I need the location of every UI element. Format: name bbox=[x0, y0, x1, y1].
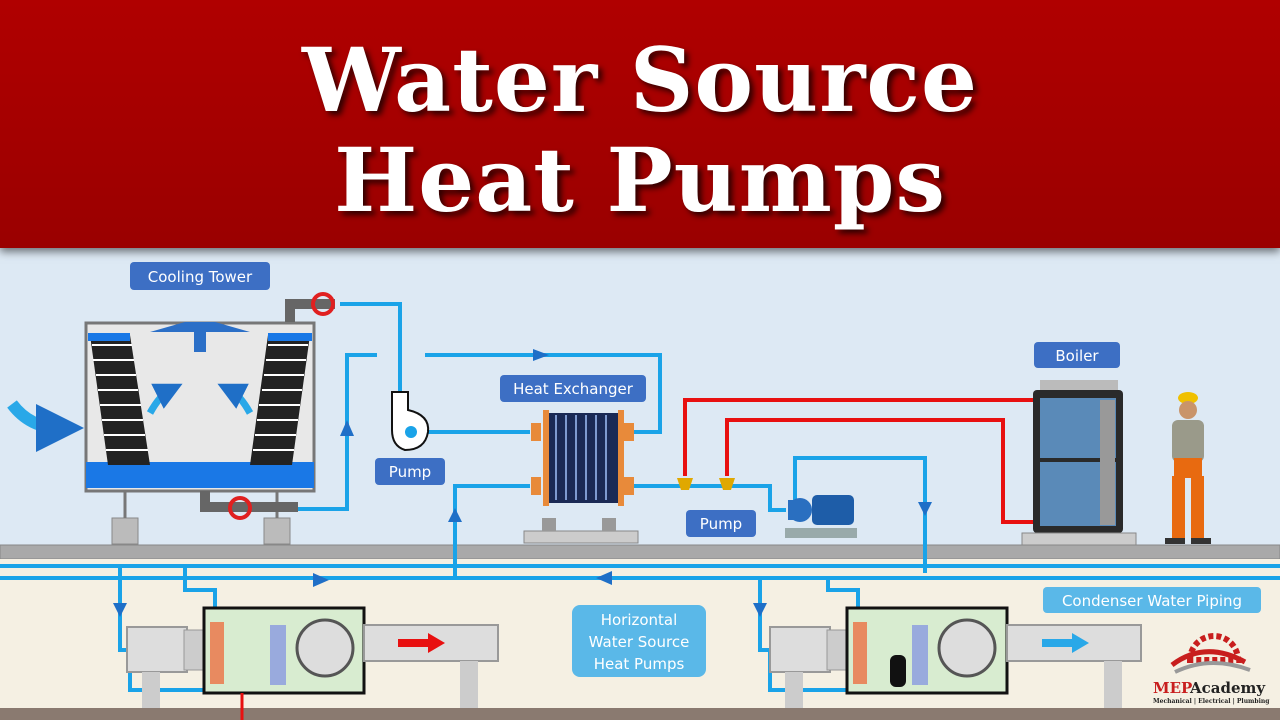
svg-text:Heat Pumps: Heat Pumps bbox=[594, 655, 685, 673]
label-heat-exchanger: Heat Exchanger bbox=[500, 375, 646, 402]
connector bbox=[677, 478, 693, 490]
pump-2 bbox=[785, 495, 857, 538]
svg-text:Boiler: Boiler bbox=[1055, 347, 1099, 365]
worker-figure bbox=[1165, 392, 1211, 544]
floor-slab bbox=[0, 544, 1280, 560]
svg-text:Cooling Tower: Cooling Tower bbox=[148, 268, 253, 286]
ceiling-below bbox=[0, 708, 1280, 720]
svg-text:Mechanical | Electrical | Plum: Mechanical | Electrical | Plumbing bbox=[1153, 698, 1270, 705]
airflow-arrow-icon bbox=[7, 400, 84, 452]
label-condenser-piping: Condenser Water Piping bbox=[1043, 587, 1261, 613]
connector bbox=[719, 478, 735, 490]
label-cooling-tower: Cooling Tower bbox=[130, 262, 270, 290]
flow-arrows bbox=[113, 349, 932, 617]
heat-exchanger bbox=[523, 410, 639, 544]
valve-icon bbox=[228, 496, 252, 520]
pump-1 bbox=[391, 391, 430, 452]
cooling-tower bbox=[7, 292, 335, 545]
svg-text:Condenser Water Piping: Condenser Water Piping bbox=[1062, 592, 1242, 610]
label-boiler: Boiler bbox=[1034, 342, 1120, 368]
svg-text:Pump: Pump bbox=[389, 463, 431, 481]
mep-academy-logo: MEP Academy Mechanical | Electrical | Pl… bbox=[1153, 633, 1270, 705]
title-banner: Water Source Heat Pumps bbox=[0, 0, 1280, 248]
label-pump-2: Pump bbox=[686, 510, 756, 537]
label-heat-pumps: Horizontal Water Source Heat Pumps bbox=[572, 605, 706, 677]
svg-text:Horizontal: Horizontal bbox=[601, 611, 678, 629]
boiler bbox=[1021, 380, 1137, 546]
hot-water-pipes bbox=[683, 398, 1033, 524]
svg-text:Pump: Pump bbox=[700, 515, 742, 533]
label-pump-1: Pump bbox=[375, 458, 445, 485]
heat-pump-unit-1 bbox=[126, 606, 499, 720]
title-line-1: Water Source bbox=[302, 28, 978, 132]
svg-text:Water Source: Water Source bbox=[589, 633, 690, 651]
valve-icon bbox=[311, 292, 335, 316]
svg-text:Heat Exchanger: Heat Exchanger bbox=[513, 380, 634, 398]
title-line-2: Heat Pumps bbox=[334, 128, 946, 232]
heat-pump-unit-2 bbox=[769, 606, 1142, 708]
svg-text:Academy: Academy bbox=[1189, 679, 1266, 697]
svg-text:MEP: MEP bbox=[1153, 679, 1192, 697]
